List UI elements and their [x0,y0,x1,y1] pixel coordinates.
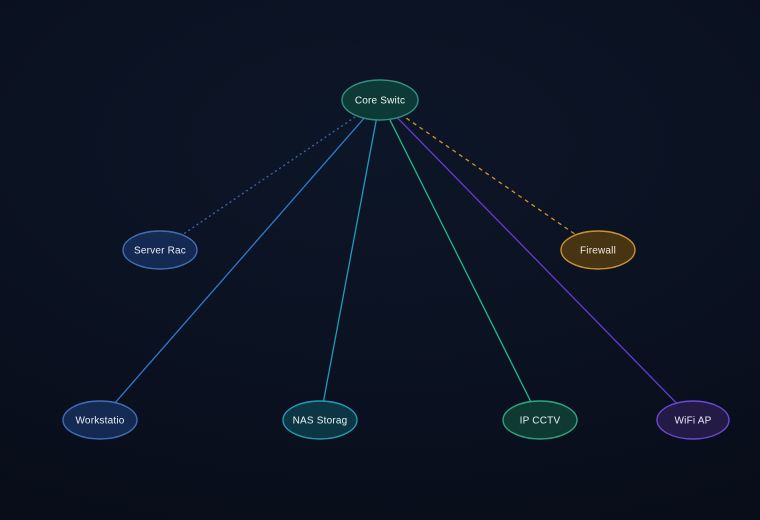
node-wifi-ap-shape[interactable] [656,400,730,440]
node-server-rack-shape[interactable] [122,230,198,270]
node-wifi-ap-label: WiFi AP [675,416,712,427]
node-firewall-label: Firewall [580,246,616,257]
node-firewall-shape[interactable] [560,230,636,270]
node-core-switch[interactable]: Core Switc [341,79,419,121]
node-nas-storage[interactable]: NAS Storag [282,400,358,440]
node-firewall[interactable]: Firewall [560,230,636,270]
node-ip-cctv-label: IP CCTV [520,416,561,427]
node-wifi-ap[interactable]: WiFi AP [656,400,730,440]
edge-core-switch-to-firewall [379,99,599,251]
node-server-rack-label: Server Rac [134,246,186,257]
edge-core-switch-to-nas-storage [319,99,381,421]
edge-core-switch-to-wifi-ap [379,99,694,421]
node-nas-storage-shape[interactable] [282,400,358,440]
node-ip-cctv[interactable]: IP CCTV [502,400,578,440]
node-core-switch-label: Core Switc [355,96,405,107]
node-workstation-label: Workstatio [75,416,124,427]
node-server-rack[interactable]: Server Rac [122,230,198,270]
node-workstation-shape[interactable] [62,400,138,440]
node-core-switch-shape[interactable] [341,79,419,121]
node-ip-cctv-shape[interactable] [502,400,578,440]
edge-core-switch-to-ip-cctv [379,99,541,421]
node-workstation[interactable]: Workstatio [62,400,138,440]
edge-core-switch-to-workstation [99,99,381,421]
nodes-layer: Core Switc Server Rac Firewall Workstati… [62,79,730,440]
edge-core-switch-to-server-rack [159,99,381,251]
node-nas-storage-label: NAS Storag [293,416,348,427]
edges-layer [99,99,694,421]
